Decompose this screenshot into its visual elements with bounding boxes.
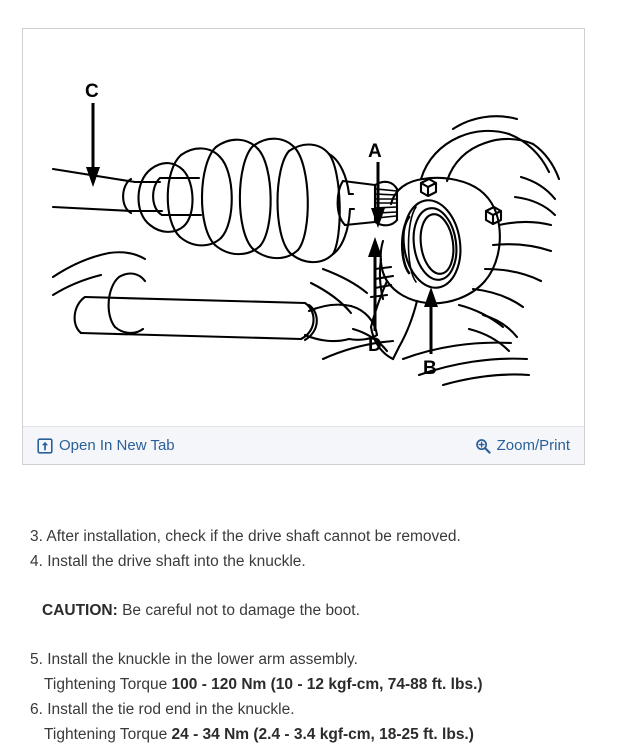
open-in-new-tab-button[interactable]: Open In New Tab	[37, 436, 175, 456]
step-4: 4. Install the drive shaft into the knuc…	[30, 553, 306, 570]
caution-line: CAUTION: Be careful not to damage the bo…	[42, 598, 610, 623]
open-in-new-tab-label: Open In New Tab	[59, 437, 175, 454]
figure-panel: A B C D	[22, 28, 585, 465]
zoom-print-label: Zoom/Print	[496, 437, 570, 454]
step-6-torque: Tightening Torque 24 - 34 Nm (2.4 - 3.4 …	[30, 722, 610, 747]
open-in-new-tab-icon	[37, 438, 53, 454]
technical-diagram: A B C D	[23, 29, 584, 427]
step-6-torque-value: 24 - 34 Nm (2.4 - 3.4 kgf-cm, 18-25 ft. …	[171, 726, 474, 743]
figure-toolbar: Open In New Tab Zoom/Print	[23, 426, 584, 464]
zoom-print-button[interactable]: Zoom/Print	[475, 436, 570, 456]
callout-C: C	[85, 81, 100, 187]
svg-text:A: A	[368, 141, 382, 162]
caution-note: CAUTION: Be careful not to damage the bo…	[30, 598, 610, 623]
step-5-torque-value: 100 - 120 Nm (10 - 12 kgf-cm, 74-88 ft. …	[171, 676, 483, 693]
step-5: 5. Install the knuckle in the lower arm …	[30, 651, 358, 668]
drive-shaft-knuckle-drawing: A B C D	[23, 29, 584, 427]
instructions-block: 3. After installation, check if the driv…	[30, 524, 610, 747]
svg-text:C: C	[85, 81, 99, 102]
step-3: 3. After installation, check if the driv…	[30, 528, 461, 545]
step-5-torque-prefix: Tightening Torque	[44, 676, 172, 693]
magnifier-plus-icon	[475, 439, 491, 454]
caution-label: CAUTION:	[42, 602, 118, 619]
svg-text:D: D	[368, 335, 382, 356]
svg-text:B: B	[423, 358, 437, 379]
step-5-torque: Tightening Torque 100 - 120 Nm (10 - 12 …	[30, 672, 610, 697]
step-6-torque-prefix: Tightening Torque	[44, 726, 172, 743]
callout-D: D	[368, 237, 382, 356]
step-6: 6. Install the tie rod end in the knuckl…	[30, 701, 295, 718]
callout-B: B	[423, 287, 438, 379]
callout-A: A	[368, 141, 385, 228]
caution-text: Be careful not to damage the boot.	[117, 602, 360, 619]
